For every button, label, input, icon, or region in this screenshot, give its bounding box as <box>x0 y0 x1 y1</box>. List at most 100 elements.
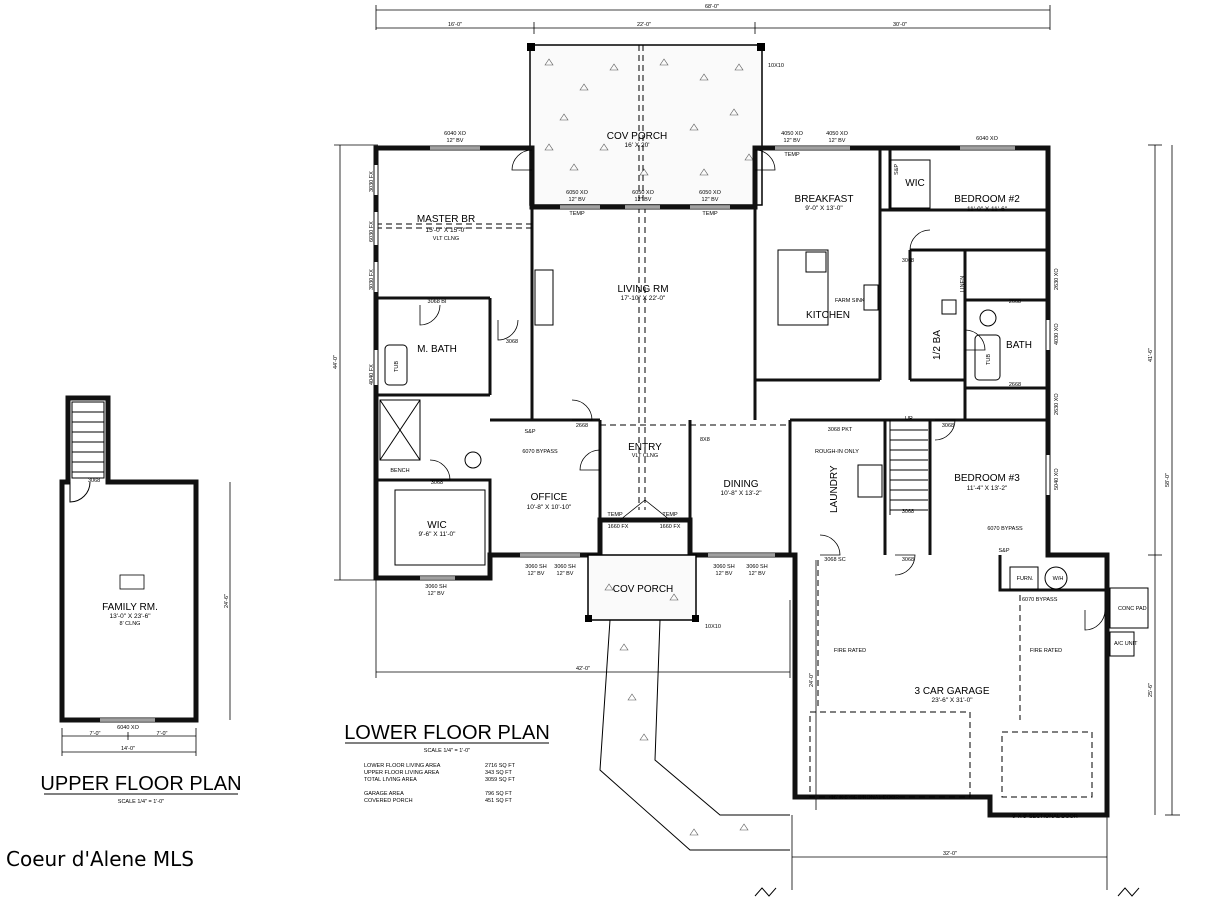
door-labels: 3068 BI 3068 3068 2668 3068 2668 2668 30… <box>428 164 1023 563</box>
win-dining-2: 3060 SH <box>746 564 767 570</box>
win-master-top: 6040 XO <box>444 131 466 137</box>
area-table: LOWER FLOOR LIVING AREA 2716 SQ FT UPPER… <box>364 763 516 804</box>
door-9x8-label: 9' X 8' SECTIONAL DOOR <box>1012 814 1077 820</box>
win-living-3: 6050 XO <box>699 190 721 196</box>
laundry-name: LAUNDRY <box>829 465 840 513</box>
conc-pad <box>1109 587 1149 629</box>
win-office-1: 3060 SH <box>525 564 546 570</box>
win-master-fx-3: 3030 FX <box>369 269 375 290</box>
bottom-dimensions: 42'-0" 32'-0" 24'-0" <box>375 560 1140 897</box>
bedroom3-name: BEDROOM #3 <box>954 473 1020 484</box>
area-value-2: 3059 SQ FT <box>485 777 516 783</box>
farm-sink-label: FARM SINK <box>835 298 865 304</box>
dim-top-right: 30'-0" <box>893 22 907 28</box>
room-labels: MASTER BR 15'-0" X 15'-0" VLT CLNG LIVIN… <box>390 178 1146 820</box>
door-2668-bath: 2668 <box>1009 299 1021 305</box>
lower-plan-scale: SCALE 1/4" = 1'-0" <box>424 748 470 754</box>
bv-breakfast-2: 12" BV <box>829 138 846 144</box>
furnace <box>1009 566 1039 590</box>
garage-size: 23'-6" X 31'-0" <box>931 697 973 704</box>
entry-name: ENTRY <box>628 442 662 453</box>
win-master-fx-2: 6030 FX <box>369 221 375 242</box>
bv-wic: 12" BV <box>428 591 445 597</box>
toilet-master <box>464 451 482 469</box>
sp-office: S&P <box>524 429 535 435</box>
fixtures <box>379 159 1149 657</box>
bv-living-1: 12" BV <box>569 197 586 203</box>
front-porch: COV PORCH 10X10 <box>585 554 790 851</box>
bv-office-2: 12" BV <box>557 571 574 577</box>
area-value-4: 451 SQ FT <box>485 798 513 804</box>
win-office-2: 3060 SH <box>554 564 575 570</box>
door-master-bi: 3068 BI <box>428 299 447 305</box>
bath-tub <box>974 334 1001 381</box>
door-3068-halfba: 3068 <box>902 258 914 264</box>
bath-tub-label: TUB <box>986 354 992 365</box>
area-label-1: UPPER FLOOR LIVING AREA <box>364 770 440 776</box>
win-dining-1: 3060 SH <box>713 564 734 570</box>
ac-unit-label: A/C UNIT <box>1114 641 1138 647</box>
ac-unit <box>1109 631 1135 657</box>
bv-living-2: 12" BV <box>635 197 652 203</box>
temp-2: TEMP <box>702 211 718 217</box>
washer <box>857 464 883 498</box>
temp-entry-1: TEMP <box>607 512 623 518</box>
fireplace <box>534 269 554 326</box>
win-bedroom2: 6040 XO <box>976 136 998 142</box>
win-living-1: 6050 XO <box>566 190 588 196</box>
dim-garage-width: 32'-0" <box>943 851 957 857</box>
cov-porch-top-size: 16' X 20' <box>625 142 650 149</box>
dim-garage-side: 25'-6" <box>1148 683 1154 697</box>
dim-right-41: 41'-6" <box>1148 348 1154 362</box>
area-label-3: GARAGE AREA <box>364 791 404 797</box>
upper-title-block: UPPER FLOOR PLAN SCALE 1/4" = 1'-0" <box>40 773 241 805</box>
upper-plan-scale: SCALE 1/4" = 1'-0" <box>118 799 164 805</box>
office-size: 10'-8" X 10'-10" <box>527 504 572 511</box>
wh-label: W/H <box>1053 576 1064 582</box>
upper-window: 6040 XO <box>117 725 139 731</box>
breakfast-size: 9'-0" X 13'-0" <box>805 205 843 212</box>
bv-dining-2: 12" BV <box>749 571 766 577</box>
bv-dining-1: 12" BV <box>716 571 733 577</box>
door-swings <box>419 149 1106 631</box>
post-label-front: 10X10 <box>705 624 721 630</box>
upper-plan-title: UPPER FLOOR PLAN <box>40 773 241 795</box>
post-8x8: 8X8 <box>700 437 710 443</box>
bath-name: BATH <box>1006 340 1032 351</box>
dim-upper-7b: 7'-0" <box>157 731 168 737</box>
wic-size: 9'-6" X 11'-0" <box>419 531 457 538</box>
wic-shelves <box>394 489 486 566</box>
door-3068-garage: 3068 <box>902 557 914 563</box>
temp-entry-2: TEMP <box>662 512 678 518</box>
upper-floor-plan: 3068 FAMILY RM. 13'-0" X 23'-6" 8' CLNG … <box>59 395 231 756</box>
linen-label: LINEN <box>960 276 966 292</box>
range <box>863 284 879 311</box>
win-halfba: 2630 XO <box>1054 268 1060 290</box>
area-label-0: LOWER FLOOR LIVING AREA <box>364 763 441 769</box>
area-value-3: 796 SQ FT <box>485 791 513 797</box>
up-label: UP <box>905 416 913 422</box>
mls-watermark: Coeur d'Alene MLS <box>6 847 194 871</box>
water-heater <box>1044 566 1068 590</box>
family-rm-name: FAMILY RM. <box>102 602 158 613</box>
wic-name: WIC <box>427 520 446 531</box>
living-rm-size: 17'-10" X 22'-0" <box>621 295 666 302</box>
door-16x8-label: 16' X 8' SECTIONAL DOOR <box>831 795 900 801</box>
garage-name: 3 CAR GARAGE <box>914 686 989 697</box>
window-glass-lines <box>420 147 1015 579</box>
win-master-fx-1: 3030 FX <box>369 171 375 192</box>
dim-top-left: 16'-0" <box>448 22 462 28</box>
right-dimensions: 41'-6" 58'-0" 25'-6" <box>1148 144 1180 816</box>
door-3068-sc: 3068 SC <box>824 557 845 563</box>
temp-3: TEMP <box>784 152 800 158</box>
vault-lines <box>376 207 1093 798</box>
kitchen-island <box>777 249 829 326</box>
family-rm-size: 13'-0" X 23'-6" <box>109 613 151 620</box>
master-br-name: MASTER BR <box>417 214 475 225</box>
dim-upper-total: 14'-0" <box>121 746 135 752</box>
win-bath: 4030 XO <box>1054 323 1060 345</box>
dim-lower-42: 42'-0" <box>576 666 590 672</box>
sp-wic: S&P <box>894 164 900 175</box>
kitchen-sink <box>805 251 827 273</box>
